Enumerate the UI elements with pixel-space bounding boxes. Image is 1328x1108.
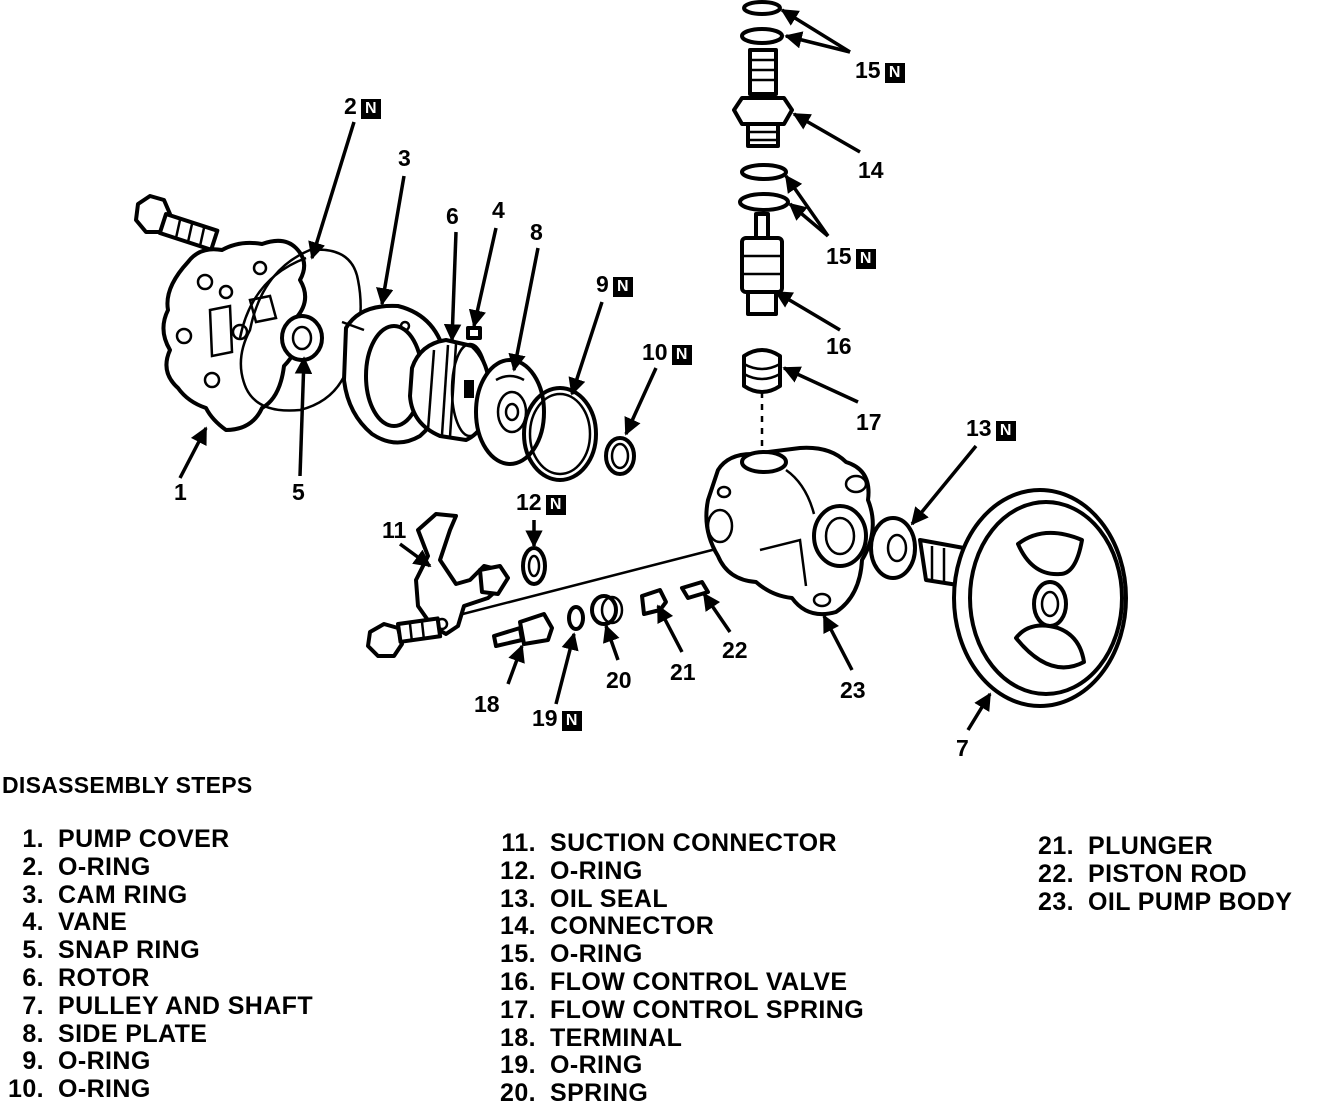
step-item: 8.SIDE PLATE <box>22 1019 208 1048</box>
step-item: 4.VANE <box>22 908 128 937</box>
callout-18: 18 <box>474 691 500 717</box>
suction-bolt <box>366 616 443 658</box>
flow-control-spring-part <box>742 348 782 394</box>
callout-1: 1 <box>174 479 187 505</box>
flow-control-valve-part <box>740 212 784 316</box>
step-item: 17.FLOW CONTROL SPRING <box>500 995 865 1024</box>
step-item: 13.OIL SEAL <box>500 884 669 913</box>
step-item: 23.OIL PUMP BODY <box>1038 887 1293 916</box>
terminal-part <box>492 612 554 648</box>
suction-connector-part <box>414 512 510 636</box>
o-ring-15-mid-b <box>738 192 790 212</box>
oil-seal-part <box>869 516 917 580</box>
callout-22: 22 <box>722 637 748 663</box>
steps-column-2: 11.SUCTION CONNECTOR 12.O-RING 13.OIL SE… <box>492 829 865 1108</box>
steps-column-1: 1.PUMP COVER 2.O-RING 3.CAM RING 4.VANE … <box>4 825 314 1104</box>
callout-20: 20 <box>606 667 632 693</box>
o-ring-19-part <box>567 605 585 631</box>
o-ring-12-part <box>521 546 547 586</box>
callout-14: 14 <box>858 157 884 183</box>
step-item: 10.O-RING <box>8 1075 151 1104</box>
callout-4: 4 <box>492 197 505 223</box>
side-plate-part <box>474 358 546 466</box>
vane-part <box>466 326 482 340</box>
axis-line-plunger <box>454 546 721 618</box>
step-item: 11.SUCTION CONNECTOR <box>501 829 837 857</box>
disassembly-steps-title: DISASSEMBLY STEPS <box>2 772 253 798</box>
o-ring-15-top-a <box>742 0 782 16</box>
o-ring-15-mid-a <box>740 163 788 181</box>
step-item: 22.PISTON ROD <box>1038 859 1248 888</box>
step-item: 6.ROTOR <box>22 963 150 992</box>
step-item: 15.O-RING <box>500 940 643 969</box>
snap-ring-part <box>280 314 324 362</box>
callout-21: 21 <box>670 659 696 685</box>
oil-pump-body-part <box>704 445 875 617</box>
o-ring-9-part <box>522 386 598 482</box>
callout-16: 16 <box>826 333 852 359</box>
callout-5: 5 <box>292 479 305 505</box>
pulley-and-shaft-part <box>918 488 1128 708</box>
callout-23: 23 <box>840 677 866 703</box>
callout-3: 3 <box>398 145 411 171</box>
step-item: 7.PULLEY AND SHAFT <box>22 991 314 1020</box>
step-item: 1.PUMP COVER <box>22 825 230 853</box>
callout-8: 8 <box>530 219 543 245</box>
step-item: 9.O-RING <box>22 1047 151 1076</box>
leader-arrows <box>178 8 992 731</box>
callout-17: 17 <box>856 409 882 435</box>
connector-part <box>732 48 794 148</box>
piston-rod-part <box>680 580 710 600</box>
steps-column-3: 21.PLUNGER 22.PISTON ROD 23.OIL PUMP BOD… <box>1028 832 1293 916</box>
cover-bolt <box>134 194 220 252</box>
pump-cover-part <box>161 238 308 432</box>
step-item: 14.CONNECTOR <box>500 912 715 941</box>
spring-part <box>590 594 624 626</box>
exploded-view-diagram <box>134 0 1128 731</box>
step-item: 18.TERMINAL <box>500 1023 683 1052</box>
o-ring-10-part <box>604 436 636 476</box>
callout-11: 11 <box>382 517 407 543</box>
step-item: 19.O-RING <box>500 1051 643 1080</box>
step-item: 5.SNAP RING <box>22 936 201 965</box>
step-item: 3.CAM RING <box>22 880 188 909</box>
step-item: 21.PLUNGER <box>1038 832 1214 860</box>
o-ring-15-top-b <box>740 27 784 45</box>
step-item: 20.SPRING <box>500 1079 649 1108</box>
step-item: 2.O-RING <box>22 852 151 881</box>
plunger-part <box>640 588 668 616</box>
callout-6: 6 <box>446 203 459 229</box>
step-item: 16.FLOW CONTROL VALVE <box>500 967 848 996</box>
callout-7: 7 <box>956 735 969 761</box>
step-item: 12.O-RING <box>500 856 643 885</box>
